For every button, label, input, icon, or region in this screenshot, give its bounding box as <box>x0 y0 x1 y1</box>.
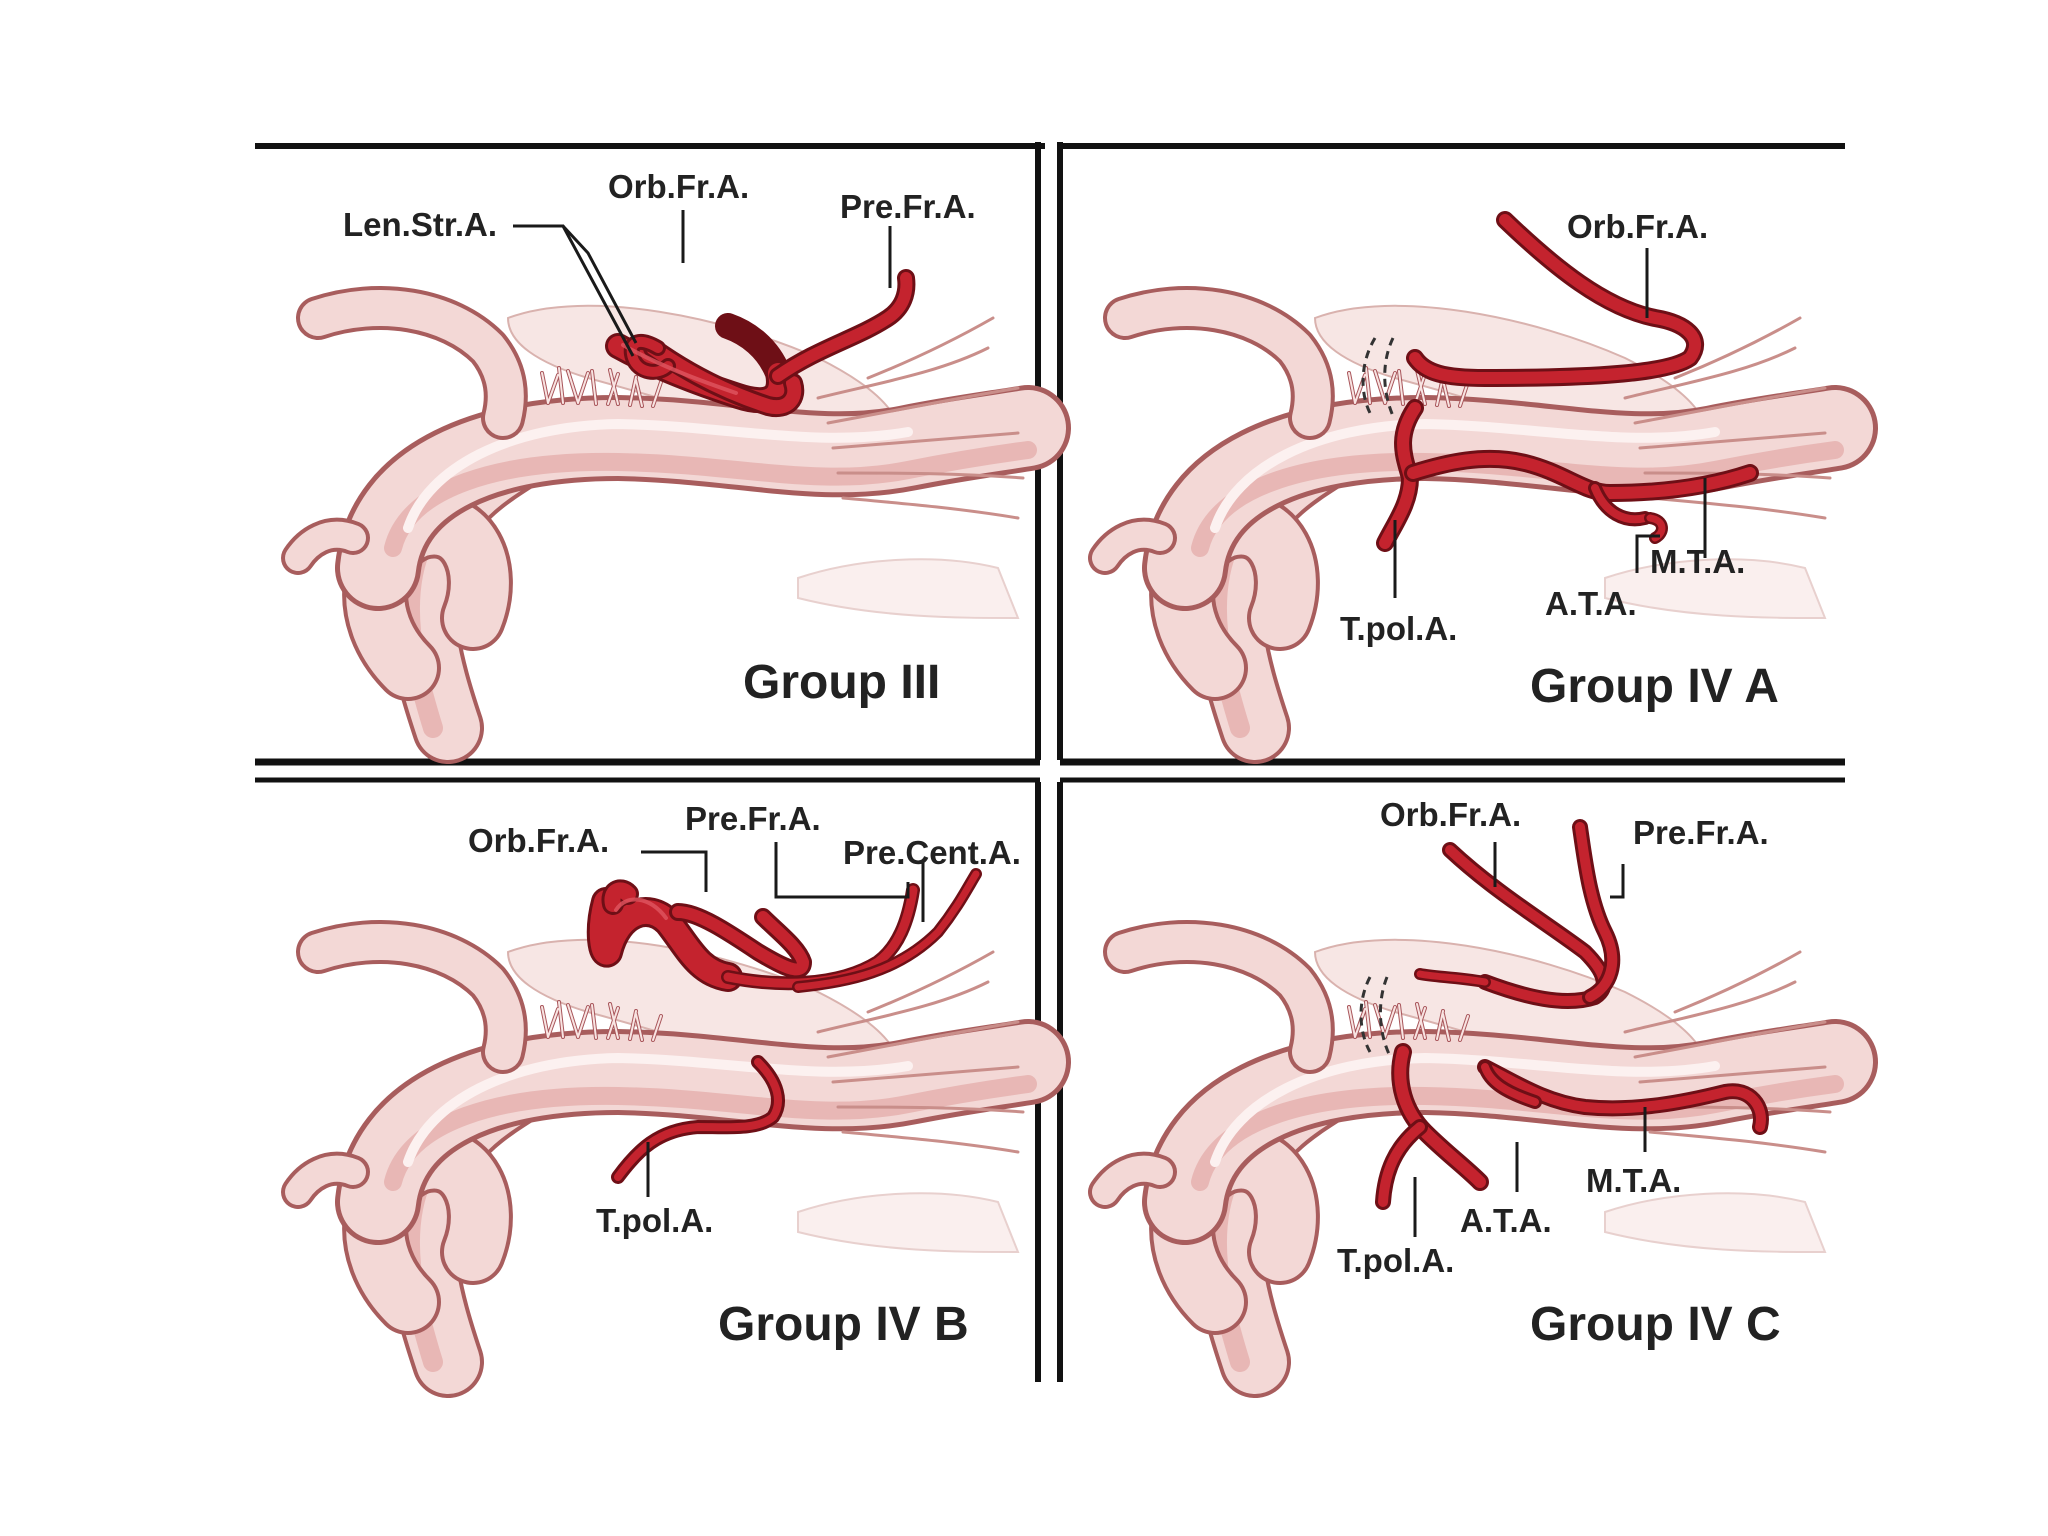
label-orb-fr-a: Orb.Fr.A. <box>608 168 749 205</box>
panel-group-iv-a: Orb.Fr.A. T.pol.A. A.T.A. M.T.A. Group I… <box>1105 208 1835 728</box>
leader-lines-group-iv-b <box>641 842 925 1197</box>
artery-group-iii <box>605 269 916 418</box>
leader-lines-group-iv-a <box>1393 248 1707 598</box>
label-orb-fr-a: Orb.Fr.A. <box>468 822 609 859</box>
group-title: Group IV A <box>1530 660 1779 713</box>
artery-group-iv-b <box>586 868 982 1184</box>
label-pre-cent-a: Pre.Cent.A. <box>843 834 1021 871</box>
leader-lines-group-iv-c <box>1413 842 1647 1237</box>
artery-group-iv-c <box>1359 819 1769 1210</box>
leader-lines-group-iii <box>513 210 892 357</box>
group-title: Group III <box>743 656 940 709</box>
label-t-pol-a: T.pol.A. <box>1337 1242 1454 1279</box>
label-pre-fr-a: Pre.Fr.A. <box>1633 814 1769 851</box>
artery-group-iv-a <box>1361 211 1759 552</box>
label-pre-fr-a: Pre.Fr.A. <box>685 800 821 837</box>
label-len-str-a: Len.Str.A. <box>343 206 497 243</box>
label-pre-fr-a: Pre.Fr.A. <box>840 188 976 225</box>
label-t-pol-a: T.pol.A. <box>1340 610 1457 647</box>
label-t-pol-a: T.pol.A. <box>596 1202 713 1239</box>
group-title: Group IV B <box>718 1298 969 1351</box>
group-title: Group IV C <box>1530 1298 1781 1351</box>
label-m-t-a: M.T.A. <box>1650 543 1745 580</box>
label-a-t-a: A.T.A. <box>1545 585 1637 622</box>
panel-group-iv-c: Orb.Fr.A. Pre.Fr.A. M.T.A. A.T.A. T.pol.… <box>1105 796 1835 1362</box>
label-orb-fr-a: Orb.Fr.A. <box>1567 208 1708 245</box>
panel-group-iv-b: Orb.Fr.A. Pre.Fr.A. Pre.Cent.A. T.pol.A.… <box>298 800 1028 1362</box>
label-orb-fr-a: Orb.Fr.A. <box>1380 796 1521 833</box>
label-m-t-a: M.T.A. <box>1586 1162 1681 1199</box>
panel-group-iii: Len.Str.A. Orb.Fr.A. Pre.Fr.A. Group III <box>298 168 1028 728</box>
label-a-t-a: A.T.A. <box>1460 1202 1552 1239</box>
